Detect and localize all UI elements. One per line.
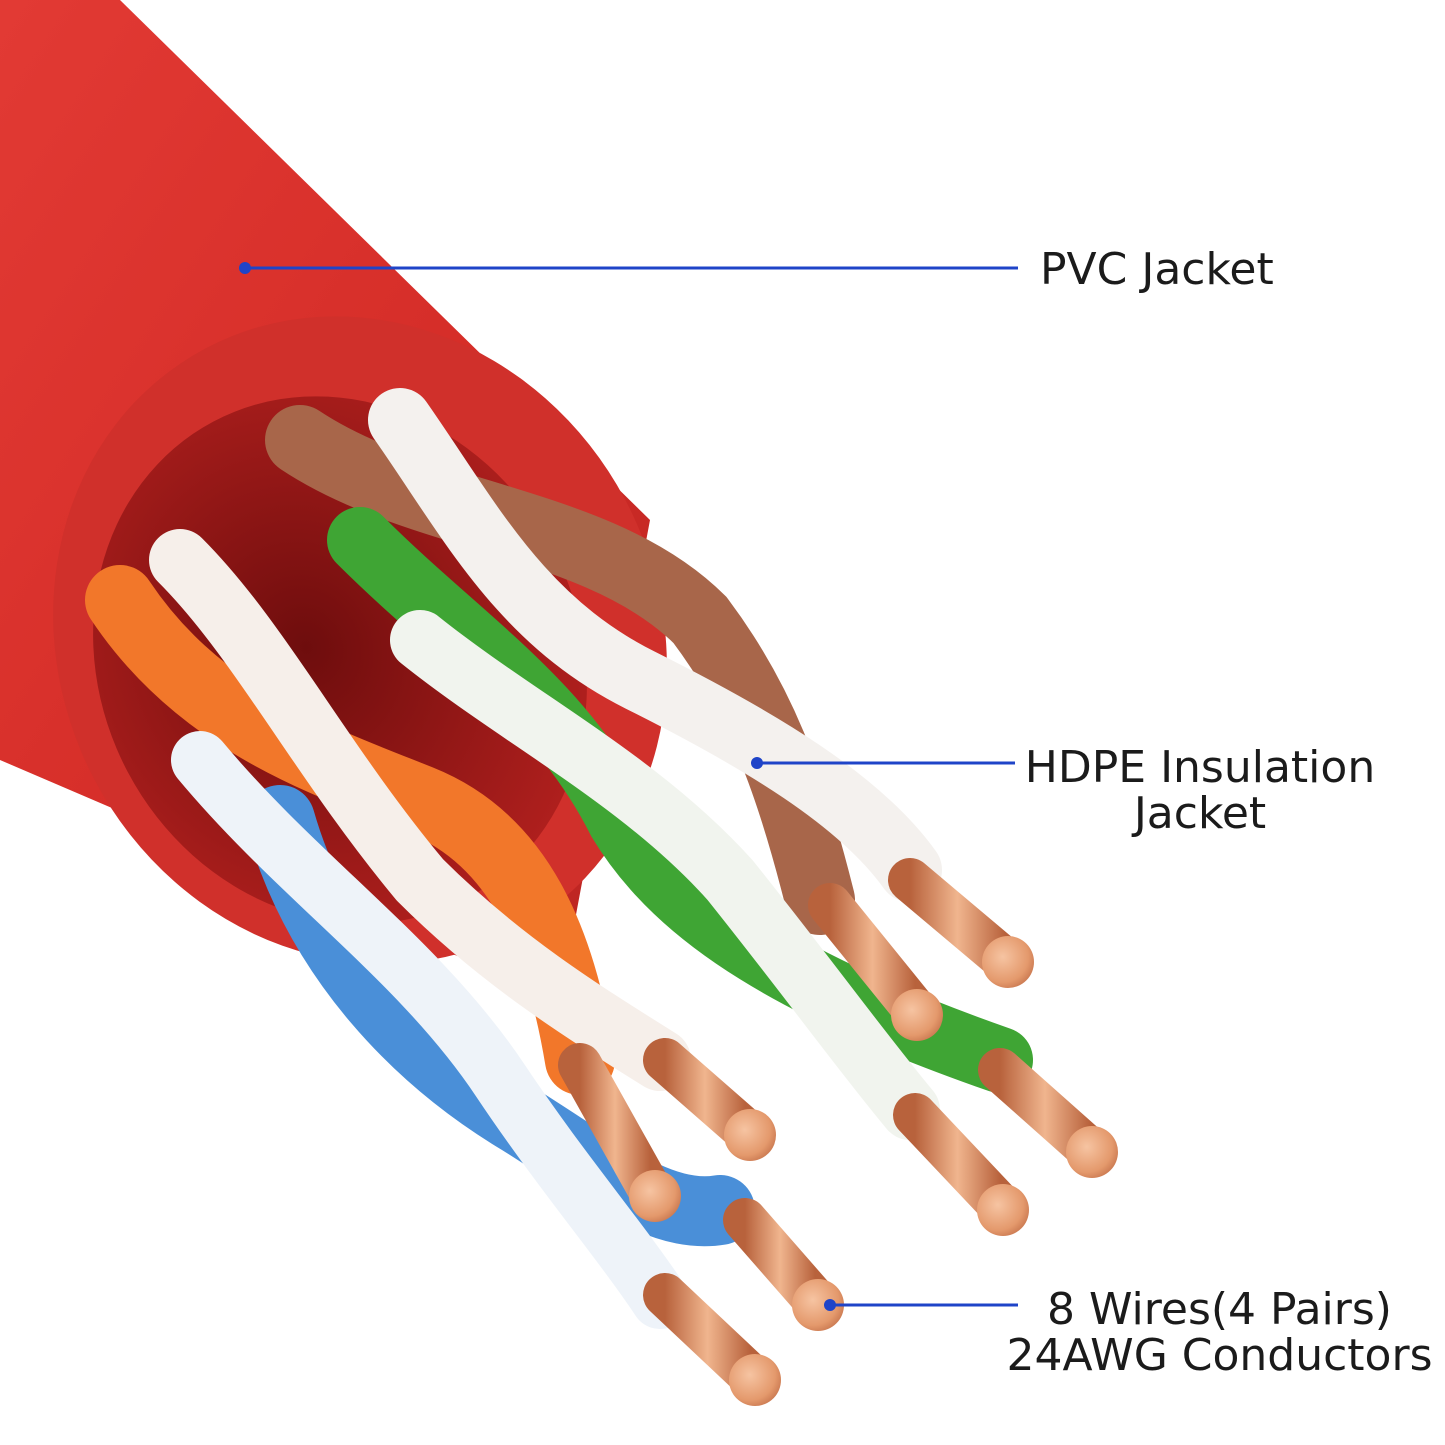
twisted-pairs	[85, 388, 1033, 1329]
conductor-tip-8	[729, 1354, 781, 1406]
wire-orange	[85, 565, 615, 1095]
conductor-tip-2	[982, 936, 1034, 988]
conductor-tip-3	[1066, 1126, 1118, 1178]
conductor-tip-5	[629, 1170, 681, 1222]
wire-orange-white	[149, 529, 691, 1091]
wire-green-white	[390, 610, 940, 1140]
wire-brown-white	[368, 388, 942, 902]
copper-conductors	[558, 858, 1118, 1406]
callout-hdpe-dot	[751, 757, 763, 769]
conductor-tip-4	[977, 1184, 1029, 1236]
label-hdpe-line1: HDPE Insulation	[1024, 742, 1376, 793]
label-pvc-jacket: PVC Jacket	[1040, 247, 1274, 293]
callout-pvc-dot	[239, 262, 251, 274]
label-wires-line2: 24AWG Conductors	[1006, 1330, 1433, 1381]
conductor-8	[643, 1273, 772, 1397]
callout-wires-dot	[824, 1299, 836, 1311]
callout-lines	[239, 262, 1018, 1311]
conductor-1	[808, 883, 937, 1032]
wire-blue-white	[171, 731, 689, 1329]
conductor-tip-7	[792, 1279, 844, 1331]
conductor-5	[558, 1043, 672, 1212]
label-wires-line1: 8 Wires(4 Pairs)	[1047, 1284, 1392, 1335]
conductor-tip-6	[724, 1109, 776, 1161]
label-wires: 8 Wires(4 Pairs) 24AWG Conductors	[1002, 1287, 1437, 1379]
label-hdpe-insulation: HDPE Insulation Jacket	[1020, 745, 1380, 837]
label-pvc-jacket-text: PVC Jacket	[1040, 244, 1274, 295]
conductor-tip-1	[891, 989, 943, 1041]
label-hdpe-line2: Jacket	[1133, 788, 1267, 839]
conductor-4	[893, 1093, 1022, 1227]
